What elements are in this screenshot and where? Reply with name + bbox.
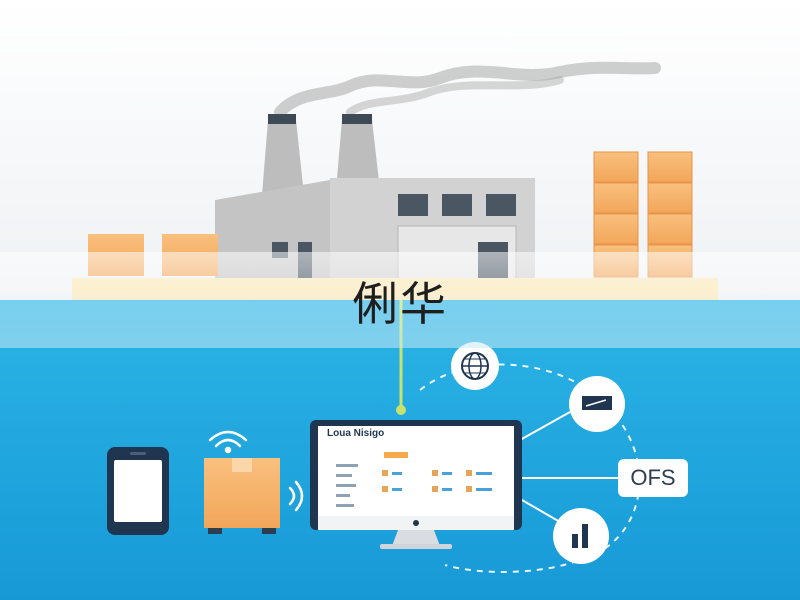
ofs-label: OFS (630, 465, 676, 490)
ofs-node (618, 459, 688, 497)
smoke-icon (274, 61, 661, 118)
dashboard-monitor-icon (310, 420, 522, 549)
banner-title: 俐华 (352, 277, 448, 331)
smartphone-icon (107, 447, 169, 535)
rfid-package-icon (204, 458, 280, 534)
dashboard-title: Loua Nisigo (327, 428, 385, 439)
globe-icon (451, 342, 499, 390)
wifi-signal-icon (208, 430, 304, 512)
title-band (0, 252, 800, 348)
truck-icon (569, 376, 625, 432)
bar-chart-icon (553, 508, 609, 564)
